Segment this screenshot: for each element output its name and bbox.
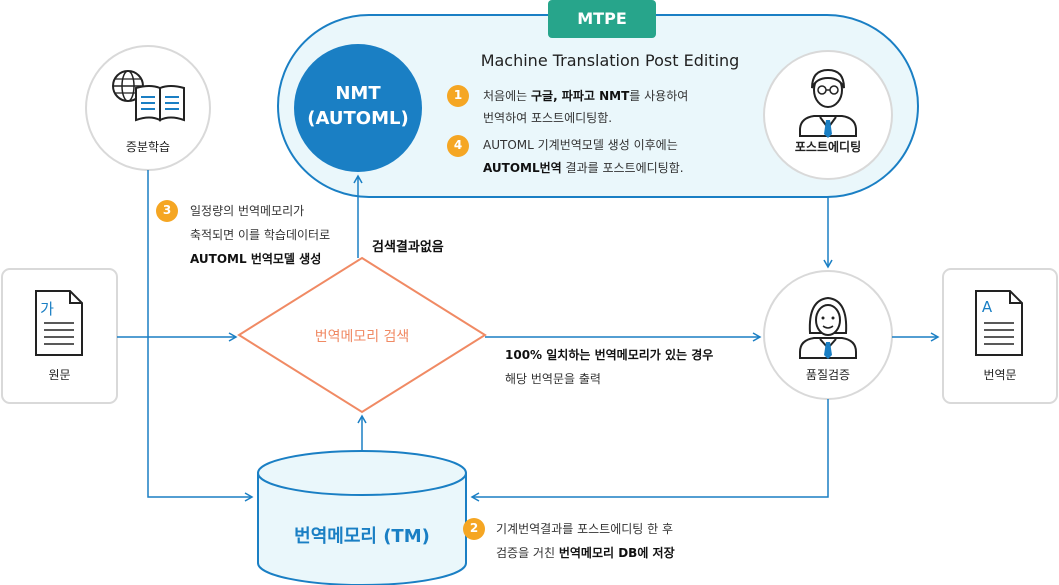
target-document-icon bbox=[975, 290, 1023, 356]
tm-cylinder bbox=[257, 450, 467, 585]
nmt-label-line1: NMT bbox=[335, 83, 381, 104]
step4-text-line2: AUTOML번역 결과를 포스트에디팅함. bbox=[483, 161, 684, 175]
posteditor-label: 포스트에디팅 bbox=[794, 140, 862, 154]
arrow-qa-to-tm bbox=[470, 399, 829, 502]
target-label: 번역문 bbox=[983, 368, 1017, 382]
source-label: 원문 bbox=[48, 368, 71, 382]
arrow-incremental-to-tm bbox=[147, 170, 254, 502]
target-glyph: A bbox=[981, 298, 993, 316]
source-glyph: 가 bbox=[40, 300, 54, 318]
globe-book-icon bbox=[112, 70, 185, 122]
qa-person-icon bbox=[799, 296, 857, 359]
match-text-line2: 해당 번역문을 출력 bbox=[505, 372, 601, 386]
step3-number: 3 bbox=[162, 203, 172, 217]
step3-marker bbox=[156, 200, 178, 222]
tm-label: 번역메모리 (TM) bbox=[294, 526, 430, 547]
match-text-line1: 100% 일치하는 번역메모리가 있는 경우 bbox=[505, 348, 714, 362]
step3-text-line2: 축적되면 이를 학습데이터로 bbox=[190, 228, 331, 242]
posteditor-person-icon bbox=[799, 68, 857, 138]
step2-text-line1: 기계번역결과를 포스트에디팅 한 후 bbox=[496, 522, 674, 536]
nmt-circle bbox=[294, 44, 422, 172]
mtpe-badge-text: MTPE bbox=[577, 9, 627, 28]
qa-label: 품질검증 bbox=[805, 368, 851, 382]
step3-text-line1: 일정량의 번역메모리가 bbox=[190, 204, 305, 218]
step2-marker bbox=[463, 518, 485, 540]
step1-text-line1: 처음에는 구글, 파파고 NMT를 사용하여 bbox=[483, 89, 689, 103]
step4-number: 4 bbox=[453, 138, 463, 152]
step4-marker bbox=[447, 135, 469, 157]
step1-number: 1 bbox=[453, 88, 463, 102]
step1-marker bbox=[447, 85, 469, 107]
step3-text-line3: AUTOML 번역모델 생성 bbox=[190, 252, 322, 266]
search-diamond bbox=[237, 256, 487, 414]
mtpe-title: Machine Translation Post Editing bbox=[480, 51, 740, 70]
step2-number: 2 bbox=[469, 521, 479, 535]
step4-text-line1: AUTOML 기계번역모델 생성 이후에는 bbox=[483, 138, 678, 152]
nmt-label-line2: (AUTOML) bbox=[307, 108, 409, 129]
incremental-label: 증분학습 bbox=[125, 140, 171, 154]
step1-text-line2: 번역하여 포스트에디팅함. bbox=[483, 111, 613, 125]
search-label: 번역메모리 검색 bbox=[314, 329, 410, 345]
no-result-label: 검색결과없음 bbox=[372, 240, 444, 255]
step2-text-line2: 검증을 거친 번역메모리 DB에 저장 bbox=[496, 546, 675, 560]
mtpe-badge bbox=[548, 0, 656, 38]
source-document-icon bbox=[35, 290, 83, 356]
